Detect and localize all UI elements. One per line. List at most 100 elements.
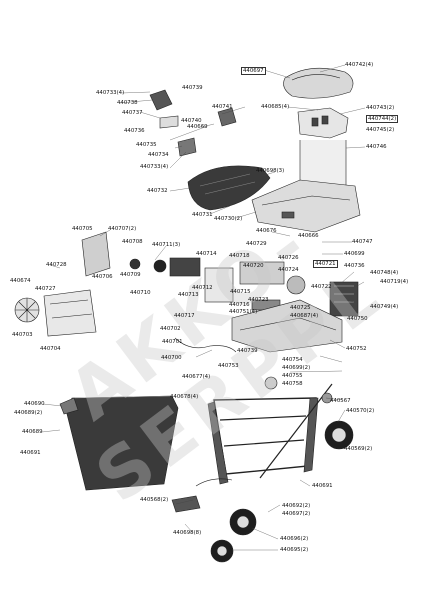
part-label: 440702: [160, 326, 181, 332]
part-label: 440692(2): [282, 503, 311, 509]
side-cover-part: [187, 165, 271, 211]
part-label: 440730(2): [214, 216, 243, 222]
part-label: 440678(4): [170, 394, 199, 400]
part-label: 440724: [278, 267, 299, 273]
blade-disk-part: [81, 231, 201, 277]
axle-part: [259, 383, 333, 479]
part-label: 440691: [312, 483, 333, 489]
part-label: 440677(4): [182, 374, 211, 380]
part-label: 440712: [192, 285, 213, 291]
part-label: 440739: [182, 85, 203, 91]
part-label: 440729: [246, 241, 267, 247]
base-plate-part: [231, 299, 343, 353]
part-label: 440743(2): [366, 105, 395, 111]
part-label: 440755: [282, 373, 303, 379]
part-label: 440689(2): [14, 410, 43, 416]
part-label: 440699: [344, 251, 365, 257]
part-label: 440698(8): [173, 530, 202, 536]
cable-part: [174, 337, 237, 353]
part-label: 440735: [136, 142, 157, 148]
part-label: 440715: [230, 289, 251, 295]
part-label: 440731: [192, 212, 213, 218]
part-label: 440689: [22, 429, 43, 435]
fan-part: [329, 281, 359, 317]
stand-frame-part: [195, 397, 319, 487]
hub-part: [264, 376, 278, 390]
part-label: 440753: [218, 363, 239, 369]
part-label: 440700: [161, 355, 182, 361]
wheel-part: [210, 420, 354, 563]
part-label: 440740: [181, 118, 202, 124]
part-label: 440748(4): [370, 270, 399, 276]
part-label: 440707(2): [108, 226, 137, 232]
part-label: 440569(2): [344, 446, 373, 452]
part-label: 440716: [229, 302, 250, 308]
part-label: 440726: [278, 255, 299, 261]
part-label: 440722: [311, 284, 332, 290]
part-label: 440698(3): [256, 168, 285, 174]
main-housing-part: [251, 179, 361, 233]
part-label: 440719(4): [380, 279, 409, 285]
part-label: 440718: [229, 253, 250, 259]
part-label: 440705: [72, 226, 93, 232]
part-label: 440747: [352, 239, 373, 245]
part-label: 440727: [35, 286, 56, 292]
part-label: 440706: [92, 274, 113, 280]
hinge-bracket-part: [149, 89, 237, 157]
part-label: 440567: [330, 398, 351, 404]
part-label: 440721: [313, 260, 338, 268]
part-label: 440685(4): [261, 104, 290, 110]
part-label: 440704: [40, 346, 61, 352]
part-label: 440725: [290, 305, 311, 311]
part-label: 440733(4): [96, 90, 125, 96]
part-label: 440669: [187, 124, 208, 130]
upper-housing-part: [297, 107, 349, 193]
part-label: 440703: [12, 332, 33, 338]
part-label: 440674: [10, 278, 31, 284]
part-label: 440699(2): [282, 365, 311, 371]
part-label: 440736: [344, 263, 365, 269]
part-label: 440732: [147, 188, 168, 194]
part-label: 440739: [237, 348, 258, 354]
rotor-fan-part: [14, 289, 97, 337]
part-label: 440749(4): [370, 304, 399, 310]
part-label: 440746: [366, 144, 387, 150]
part-label: 440717: [174, 313, 195, 319]
part-label: 440758: [282, 381, 303, 387]
part-label: 440744(2): [366, 115, 399, 123]
part-label: 440728: [46, 262, 67, 268]
collection-box-part: [59, 395, 179, 491]
part-label: 440697(2): [282, 511, 311, 517]
part-label: 440738: [117, 100, 138, 106]
part-label: 440736: [124, 128, 145, 134]
part-label: 440754: [282, 357, 303, 363]
part-label: 440710: [130, 290, 151, 296]
top-lid-part: [283, 67, 354, 99]
part-label: 440570(2): [346, 408, 375, 414]
part-label: 440708: [122, 239, 143, 245]
part-label: 440751(4): [229, 309, 258, 315]
part-label: 440734: [148, 152, 169, 158]
part-label: 440676: [256, 228, 277, 234]
part-label: 440752: [346, 346, 367, 352]
part-label: 440568(2): [140, 497, 169, 503]
part-label: 440709: [120, 272, 141, 278]
part-label: 440745(2): [366, 127, 395, 133]
part-label: 440714: [196, 251, 217, 257]
part-label: 440723: [248, 297, 269, 303]
part-label: 440666: [298, 233, 319, 239]
part-label: 440691: [20, 450, 41, 456]
part-label: 440697: [241, 67, 266, 75]
part-label: 440701: [162, 339, 183, 345]
part-label: 440737: [122, 110, 143, 116]
part-label: 440711(3): [152, 242, 181, 248]
part-label: 440687(4): [290, 313, 319, 319]
leader-lines: [41, 64, 366, 551]
part-label: 440720: [243, 263, 264, 269]
part-label: 440742(4): [345, 62, 374, 68]
part-label: 440713: [178, 292, 199, 298]
part-label: 440741: [212, 104, 233, 110]
part-label: 440690: [24, 401, 45, 407]
